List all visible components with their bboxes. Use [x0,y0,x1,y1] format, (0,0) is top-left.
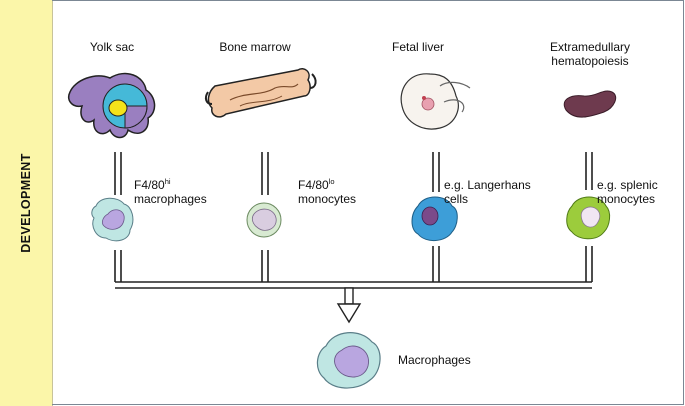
result-macrophages-label: Macrophages [398,353,471,367]
fetus-icon [400,73,471,130]
cell-yolk-line2: macrophages [134,192,207,206]
cell-liver-label: e.g. Langerhans cells [444,178,531,206]
organ-connectors [114,152,593,195]
cell-marrow-base: F4/80 [298,178,329,192]
monocyte-lo-cell [246,202,282,238]
cell-spleen-line2: monocytes [597,192,656,206]
cell-yolk-sup: hi [164,177,171,186]
source-extramedullary-line1: Extramedullary [549,40,631,54]
langerhans-cell [411,196,458,241]
splenic-monocyte-cell [566,196,611,240]
source-bone-marrow-label: Bone marrow [219,40,291,54]
cell-spleen-label: e.g. splenic monocytes [597,178,658,206]
bone-icon [204,68,317,118]
cell-marrow-label: F4/80lo monocytes [298,178,356,206]
cell-marrow-line2: monocytes [298,192,357,206]
source-extramedullary-label: Extramedullary hematopoiesis [550,40,630,68]
source-extramedullary-line2: hematopoiesis [551,54,629,68]
cell-liver-line2: cells [444,192,469,206]
macrophage-result-cell [316,332,381,389]
source-fetal-liver-label: Fetal liver [391,40,445,54]
yolk-sac-icon [68,72,156,139]
source-yolk-sac-label: Yolk sac [89,40,135,54]
cell-liver-line1: e.g. Langerhans [444,178,531,192]
cell-yolk-base: F4/80 [134,178,165,192]
merge-bus [115,281,592,289]
cell-connectors [114,246,593,282]
spleen-icon [563,90,617,118]
cell-marrow-sup: lo [328,177,335,186]
cell-yolk-label: F4/80hi macrophages [134,178,207,206]
macrophage-hi-cell [91,197,134,242]
diagram-frame [52,0,684,405]
development-sidebar: DEVELOPMENT [0,0,53,406]
down-arrow-icon [336,287,362,324]
cell-spleen-line1: e.g. splenic [597,178,658,192]
